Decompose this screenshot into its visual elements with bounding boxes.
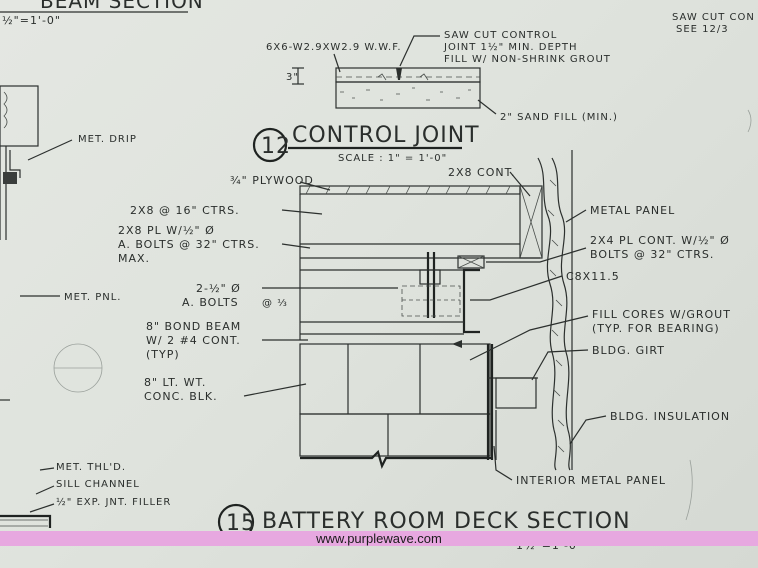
bolt-washer	[419, 269, 441, 285]
break-line	[300, 449, 492, 470]
slab-rect	[335, 67, 481, 83]
edge-circle-fragment	[747, 109, 752, 133]
partial-title-block: BEAM SECTION ½"=1'-0"	[0, 0, 204, 27]
leader-plywood	[299, 181, 331, 191]
saw-cut-leader	[399, 35, 440, 67]
mesh-leader	[333, 53, 341, 73]
label-plate-3: MAX.	[118, 252, 150, 265]
control-joint-detail: 6X6-W2.9XW2.9 W.W.F. 3" SAW CUT CONTROL …	[252, 30, 618, 164]
metal-panel-wave-inner	[551, 157, 571, 471]
label-2x8-cont: 2X8 CONT.	[448, 166, 516, 179]
sand-fill-rect	[335, 81, 481, 109]
deck-section-drawing	[299, 150, 573, 471]
label-block-2: CONC. BLK.	[144, 390, 218, 403]
dim-label: 3"	[286, 72, 299, 83]
exp-filler-label: ½" EXP. JNT. FILLER	[56, 496, 171, 508]
leader-girt	[531, 349, 589, 381]
label-metal-panel: METAL PANEL	[590, 204, 675, 217]
block-course-2	[299, 413, 491, 457]
label-bolts-fraction: @ ⅓	[262, 298, 288, 309]
partial-scale-top: ½"=1'-0"	[2, 14, 61, 27]
left-sill-leaders	[29, 467, 55, 513]
label-plate-1: 2X8 PL W/½" Ø	[118, 224, 215, 237]
edge-arc-fragment	[685, 459, 693, 521]
label-bolts-2: A. BOLTS	[182, 296, 239, 309]
leader-2x4-cont	[486, 247, 587, 263]
saw-cut-notch	[396, 68, 402, 80]
mesh-crosses	[377, 73, 429, 81]
deck-section-labels: ¾" PLYWOOD 2X8 CONT. 2X8 @ 16" CTRS. 2X8…	[118, 166, 731, 487]
left-sill-line	[0, 514, 52, 528]
leader-joists	[281, 209, 323, 215]
label-2x4-cont-1: 2X4 PL CONT. W/½" Ø	[590, 234, 730, 247]
label-2x4-cont-2: BOLTS @ 32" CTRS.	[590, 248, 714, 261]
leader-fill-cores	[469, 315, 589, 361]
anchor-bolts	[426, 252, 436, 318]
label-block-1: 8" LT. WT.	[144, 376, 206, 389]
leader-plate	[281, 243, 311, 249]
plywood-hatch	[305, 185, 511, 195]
block-course-1	[299, 343, 491, 415]
leader-2x8-cont	[509, 171, 531, 197]
met-drip-shape	[3, 172, 17, 184]
watermark-text: www.purplewave.com	[316, 531, 442, 546]
label-plywood: ¾" PLYWOOD	[230, 174, 314, 187]
left-insulation-squiggle	[3, 91, 8, 129]
metal-panel-wave-outer	[537, 157, 557, 471]
met-drip-label: MET. DRIP	[78, 134, 137, 145]
met-pnl-label: MET. PNL.	[64, 292, 122, 303]
leader-metal-panel	[565, 209, 587, 223]
deck-title: BATTERY ROOM DECK SECTION	[262, 509, 631, 534]
watermark-band	[0, 531, 758, 546]
leader-block	[243, 383, 307, 397]
label-girt: BLDG. GIRT	[592, 344, 665, 357]
label-joists: 2X8 @ 16" CTRS.	[130, 204, 240, 217]
see-ref-line1: SAW CUT CON	[672, 12, 755, 23]
left-drip-lines	[0, 146, 21, 240]
left-slab-hatch	[0, 519, 48, 527]
c-channel	[462, 268, 480, 334]
control-joint-scale: SCALE : 1" = 1'-0"	[338, 153, 447, 164]
label-plate-2: A. BOLTS @ 32" CTRS.	[118, 238, 260, 251]
girt-rect	[495, 377, 537, 409]
label-fill-cores-1: FILL CORES W/GROUT	[592, 308, 731, 321]
control-joint-title: CONTROL JOINT	[292, 123, 480, 148]
leader-insulation	[569, 415, 607, 445]
partial-title-top: BEAM SECTION	[40, 0, 204, 13]
see-ref-top-right: SAW CUT CON SEE 12/3	[672, 12, 755, 133]
sand-stipple	[340, 87, 471, 101]
sand-fill-note: 2" SAND FILL (MIN.)	[500, 112, 618, 123]
label-bond-beam-2: W/ 2 #4 CONT.	[146, 334, 241, 347]
label-bolts-1: 2-½" Ø	[196, 282, 241, 295]
label-bond-beam-1: 8" BOND BEAM	[146, 320, 241, 333]
label-bond-beam-3: (TYP)	[146, 348, 180, 361]
met-drip-leader	[27, 139, 73, 161]
left-partial-details: MET. DRIP MET. PNL. MET. THL'D. SILL CHA…	[0, 85, 171, 528]
insulation-hatch	[547, 179, 565, 453]
label-channel: C8X11.5	[566, 270, 620, 283]
sand-fill-leader	[477, 99, 497, 115]
saw-cut-note-1: SAW CUT CONTROL	[444, 30, 557, 41]
saw-cut-note-2: JOINT 1½" MIN. DEPTH	[443, 41, 577, 53]
control-joint-number-circle	[252, 127, 288, 163]
cont-2x8-cross	[519, 185, 543, 259]
sill-channel-label: SILL CHANNEL	[56, 479, 140, 490]
saw-cut-note-3: FILL W/ NON-SHRINK GROUT	[444, 54, 611, 65]
label-interior-panel: INTERIOR METAL PANEL	[516, 474, 666, 487]
leader-channel	[470, 275, 563, 301]
met-thld-label: MET. THL'D.	[56, 462, 126, 473]
bolt-embed-dashed	[401, 285, 461, 317]
label-insulation: BLDG. INSULATION	[610, 410, 730, 423]
mesh-label: 6X6-W2.9XW2.9 W.W.F.	[266, 42, 402, 53]
control-joint-number: 12	[261, 134, 291, 159]
label-fill-cores-2: (TYP. FOR BEARING)	[592, 322, 720, 335]
left-wall-block	[0, 85, 39, 147]
leader-interior-panel	[493, 445, 513, 481]
cont-2x4-rect	[457, 255, 485, 269]
see-ref-line2: SEE 12/3	[676, 24, 729, 35]
cont-2x4-cross	[457, 255, 485, 269]
